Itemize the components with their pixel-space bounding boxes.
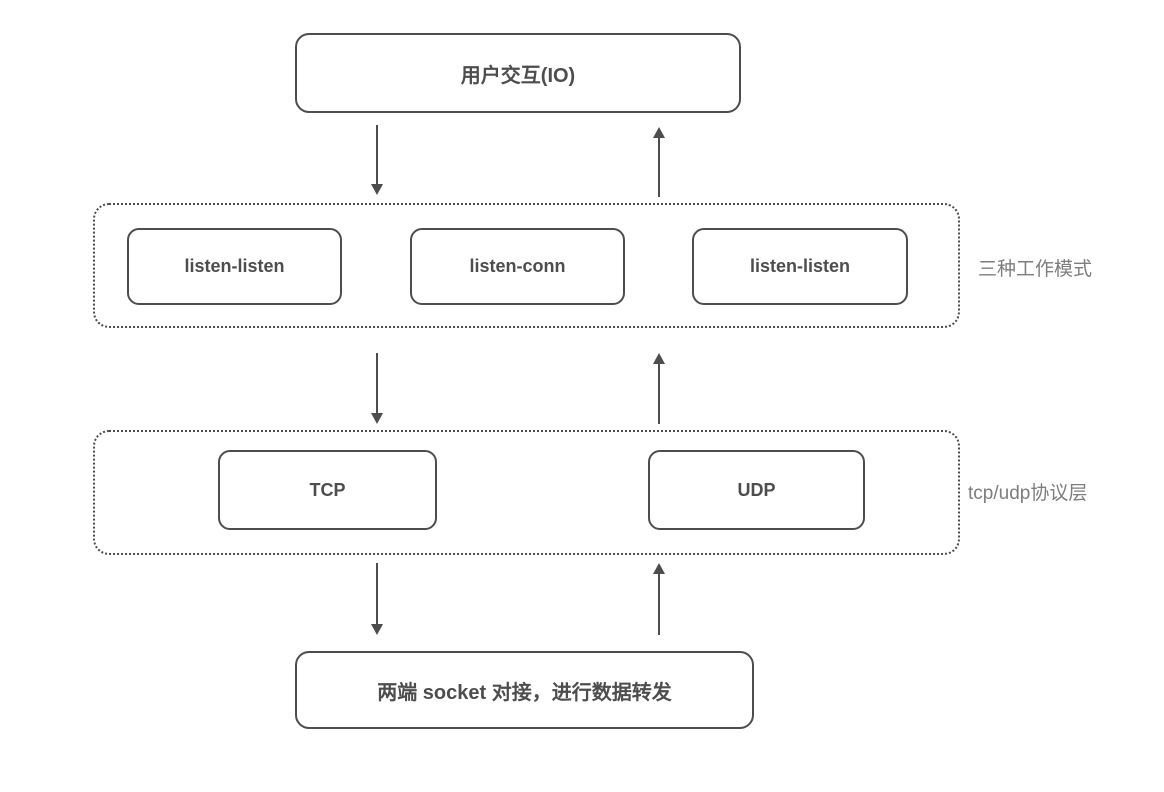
- arrow-shaft: [658, 362, 660, 424]
- arrow-shaft: [376, 125, 378, 186]
- node-udp: UDP: [648, 450, 865, 530]
- node-mode-label: listen-listen: [184, 256, 285, 276]
- arrowhead-up-icon: [653, 127, 665, 138]
- node-user-io: 用户交互(IO): [295, 33, 741, 113]
- side-label-working-modes: 三种工作模式: [978, 258, 1093, 280]
- node-mode-label: listen-conn: [469, 256, 566, 276]
- node-tcp-label: TCP: [309, 479, 346, 500]
- side-label-protocol-layer: tcp/udp协议层: [968, 482, 1088, 504]
- arrowhead-up-icon: [653, 353, 665, 364]
- arrowhead-down-icon: [371, 413, 383, 424]
- arrowhead-up-icon: [653, 563, 665, 574]
- arrow-down-modes-to-protocol: [370, 353, 384, 424]
- arrowhead-down-icon: [371, 624, 383, 635]
- node-tcp: TCP: [218, 450, 437, 530]
- arrowhead-down-icon: [371, 184, 383, 195]
- arrow-up-modes-to-io: [652, 127, 666, 197]
- arrow-shaft: [658, 136, 660, 197]
- node-mode-listen-listen-2: listen-listen: [692, 228, 908, 305]
- arrow-up-socket-to-protocol: [652, 563, 666, 635]
- arrow-down-io-to-modes: [370, 125, 384, 195]
- node-socket-forwarding: 两端 socket 对接，进行数据转发: [295, 651, 754, 729]
- arrow-down-protocol-to-socket: [370, 563, 384, 635]
- arrow-shaft: [658, 572, 660, 635]
- node-socket-forwarding-label: 两端 socket 对接，进行数据转发: [377, 681, 672, 704]
- node-mode-listen-listen-1: listen-listen: [127, 228, 342, 305]
- node-mode-listen-conn: listen-conn: [410, 228, 625, 305]
- node-mode-label: listen-listen: [749, 256, 851, 276]
- node-user-io-label: 用户交互(IO): [460, 64, 576, 87]
- arrow-shaft: [376, 353, 378, 415]
- node-udp-label: UDP: [737, 479, 776, 500]
- arrow-shaft: [376, 563, 378, 626]
- arrow-up-protocol-to-modes: [652, 353, 666, 424]
